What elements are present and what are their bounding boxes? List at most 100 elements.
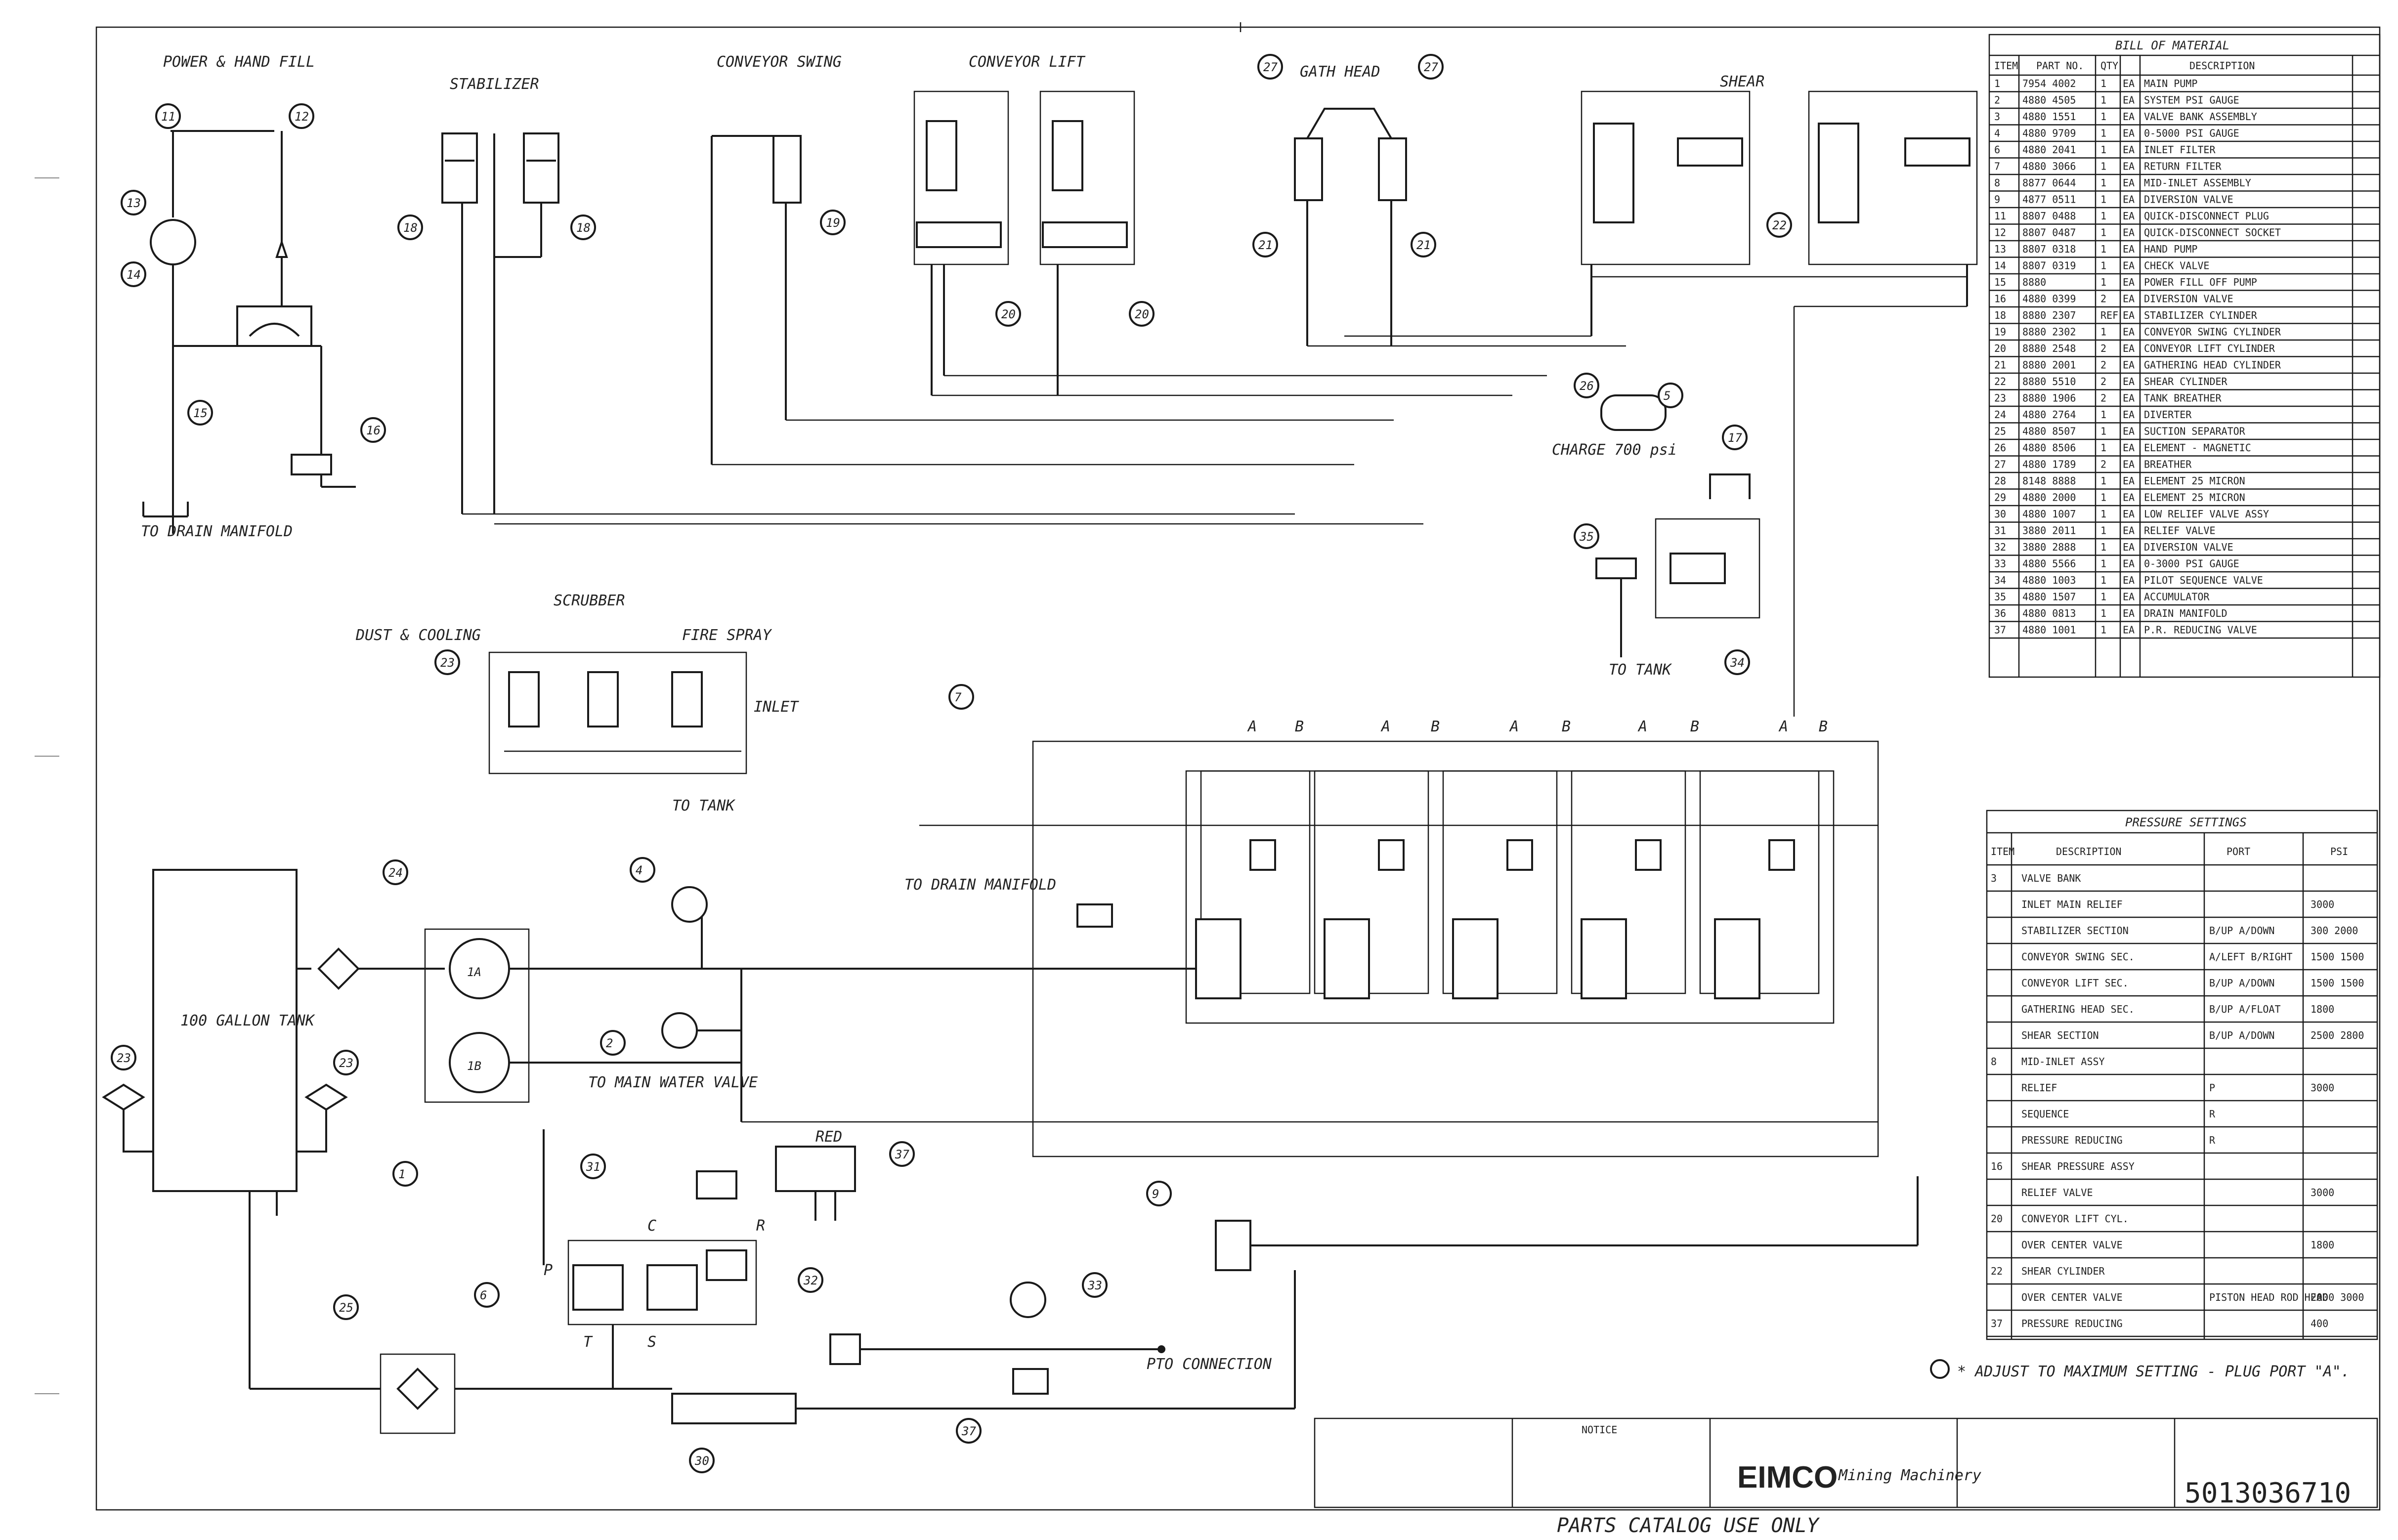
bom-cell: RELIEF VALVE bbox=[2144, 525, 2216, 537]
conveyor-swing-label: CONVEYOR SWING bbox=[717, 53, 842, 71]
balloon-number: 32 bbox=[803, 1274, 818, 1287]
bom-cell: CONVEYOR SWING CYLINDER bbox=[2144, 326, 2281, 338]
red-label: RED bbox=[815, 1128, 842, 1146]
bom-cell: EA bbox=[2123, 276, 2135, 288]
pressure-cell: A/LEFT B/RIGHT bbox=[2209, 951, 2293, 963]
system-psi-gauge bbox=[671, 886, 708, 923]
charge-label: CHARGE 700 psi bbox=[1552, 441, 1677, 459]
bom-cell: EA bbox=[2123, 508, 2135, 520]
bom-cell: 8807 0318 bbox=[2022, 243, 2076, 255]
bom-header: PART NO. bbox=[2036, 60, 2084, 72]
pressure-settings: PRESSURE SETTINGS ITEM DESCRIPTION PORT … bbox=[1986, 810, 2378, 1340]
conveyor-lift-box-left bbox=[913, 90, 1009, 265]
bom-cell: EA bbox=[2123, 177, 2135, 189]
bom-cell: 4880 5566 bbox=[2022, 558, 2076, 570]
pressure-title: PRESSURE SETTINGS bbox=[2125, 815, 2247, 829]
bom-cell: 16 bbox=[1994, 293, 2006, 305]
bom-cell: QUICK-DISCONNECT PLUG bbox=[2144, 210, 2269, 222]
pressure-cell: 37 bbox=[1991, 1318, 2003, 1329]
bom-cell: 8880 2548 bbox=[2022, 342, 2076, 354]
pressure-cell: 1500 1500 bbox=[2311, 977, 2364, 989]
pressure-cell: P bbox=[2209, 1082, 2215, 1094]
balloon-number: 19 bbox=[826, 216, 840, 230]
bom-title: BILL OF MATERIAL bbox=[2115, 39, 2229, 52]
balloon bbox=[360, 417, 386, 443]
pressure-cell: B/UP A/DOWN bbox=[2209, 925, 2274, 937]
pump-label: 1A bbox=[467, 965, 481, 979]
balloon bbox=[956, 1418, 982, 1444]
bom-cell: 1 bbox=[2100, 442, 2106, 454]
spool-valve bbox=[1581, 918, 1627, 999]
bom-cell: 37 bbox=[1994, 624, 2006, 636]
pressure-cell: PRESSURE REDUCING bbox=[2021, 1134, 2123, 1146]
bom-cell: 21 bbox=[1994, 359, 2006, 371]
parts-catalog-label: PARTS CATALOG USE ONLY bbox=[1557, 1514, 1820, 1537]
bom-cell: EA bbox=[2123, 260, 2135, 272]
valve-section-swing bbox=[1314, 770, 1429, 994]
pressure-cell: B/UP A/FLOAT bbox=[2209, 1003, 2281, 1015]
accumulator-line bbox=[1709, 473, 1751, 499]
port-mark: A bbox=[1509, 718, 1519, 735]
bom-cell: 4880 1007 bbox=[2022, 508, 2076, 520]
bom-cell: 2 bbox=[2100, 459, 2106, 471]
to-tank-label: TO TANK bbox=[672, 797, 735, 814]
bom-cell: SUCTION SEPARATOR bbox=[2144, 426, 2246, 437]
power-hand-fill-label: POWER & HAND FILL bbox=[163, 53, 315, 71]
bom-cell: 7 bbox=[1994, 161, 2000, 172]
stabilizer-cylinder-left bbox=[441, 132, 478, 204]
balloon bbox=[383, 859, 408, 885]
power-fill-pump-arc bbox=[249, 323, 300, 337]
bom-cell: 3880 2011 bbox=[2022, 525, 2076, 537]
bom-cell: PILOT SEQUENCE VALVE bbox=[2144, 574, 2263, 586]
balloon bbox=[187, 400, 213, 426]
pressure-cell: R bbox=[2209, 1134, 2216, 1146]
bom-cell: 1 bbox=[2100, 574, 2106, 586]
conveyor-lift-label: CONVEYOR LIFT bbox=[969, 53, 1086, 71]
bom-cell: EA bbox=[2123, 309, 2135, 321]
bom-cell: 4877 0511 bbox=[2022, 194, 2076, 206]
bom-cell: 2 bbox=[2100, 376, 2106, 387]
pilot-sequence-valve bbox=[1670, 553, 1726, 584]
bom-cell: 1 bbox=[2100, 607, 2106, 619]
bom-cell: 28 bbox=[1994, 475, 2006, 487]
pressure-cell: 2500 2800 bbox=[2311, 1029, 2364, 1041]
bom-cell: 3 bbox=[1994, 111, 2000, 123]
pressure-cell: 8 bbox=[1991, 1056, 1997, 1068]
bom-cell: 31 bbox=[1994, 525, 2006, 537]
bom-cell: DRAIN MANIFOLD bbox=[2144, 607, 2227, 619]
notice-label: NOTICE bbox=[1582, 1424, 1617, 1436]
balloon-number: 18 bbox=[576, 221, 591, 235]
balloon bbox=[600, 1030, 626, 1056]
balloon-number: 30 bbox=[694, 1454, 709, 1468]
dust-cooling-label: DUST & COOLING bbox=[355, 627, 481, 644]
element-filter bbox=[696, 1170, 737, 1199]
bom-cell: EA bbox=[2123, 78, 2135, 89]
pilot-sequence-box bbox=[1655, 518, 1760, 619]
tank-breather-right bbox=[304, 1083, 348, 1111]
bom-cell: 4880 4505 bbox=[2022, 94, 2076, 106]
bom-cell: EA bbox=[2123, 392, 2135, 404]
bom-cell: MAIN PUMP bbox=[2144, 78, 2197, 89]
scrubber-valve-1 bbox=[508, 671, 540, 727]
port-relief bbox=[1506, 839, 1533, 871]
balloon-number: 5 bbox=[1664, 389, 1670, 403]
balloon bbox=[121, 190, 146, 215]
bom-cell: EA bbox=[2123, 227, 2135, 239]
bom-cell: STABILIZER CYLINDER bbox=[2144, 309, 2258, 321]
over-center-valve bbox=[916, 221, 1002, 248]
bom-cell: 4880 3066 bbox=[2022, 161, 2076, 172]
bom-frame bbox=[1988, 34, 2381, 678]
bom-cell: 1 bbox=[2100, 210, 2106, 222]
balloon bbox=[1257, 54, 1283, 80]
balloon bbox=[1082, 1272, 1108, 1298]
bom-cell: DIVERSION VALVE bbox=[2144, 293, 2233, 305]
balloon-number: 37 bbox=[961, 1424, 976, 1438]
item-balloons: 11 12 13 14 15 16 18 18 19 20 20 22 21 2… bbox=[111, 54, 1792, 1473]
pressure-cell: OVER CENTER VALVE bbox=[2021, 1291, 2123, 1303]
bom-cell: 20 bbox=[1994, 342, 2006, 354]
bom-cell: EA bbox=[2123, 624, 2135, 636]
accumulator bbox=[1600, 394, 1667, 431]
relief-valve bbox=[572, 1264, 624, 1311]
bom-cell: MID-INLET ASSEMBLY bbox=[2144, 177, 2251, 189]
